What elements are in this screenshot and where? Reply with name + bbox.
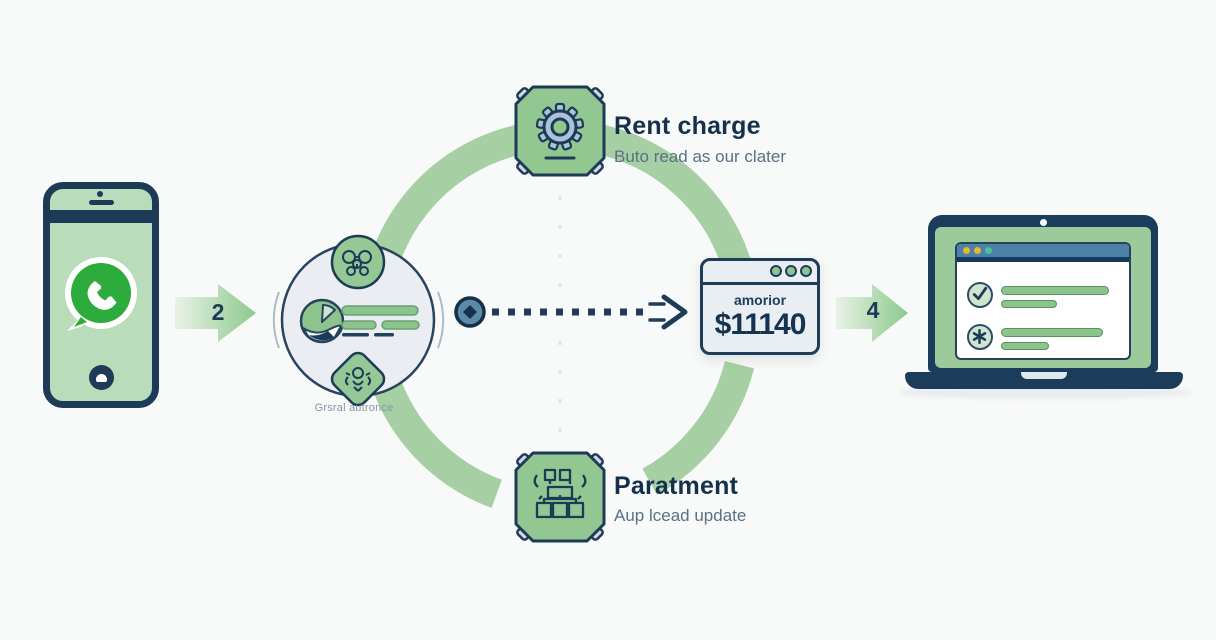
hub-bottom-badge [330,351,386,407]
laptop-base [905,372,1183,389]
window-dot-icon [785,265,797,277]
top-node-title: Rent charge [614,112,761,140]
step4-label: 4 [866,297,880,323]
top-node-subtitle: Buto read as our clater [614,147,786,166]
phone-speaker [89,200,114,205]
top-node-badge [514,85,606,177]
laptop-browser-window [955,242,1131,360]
browser-header [957,244,1129,257]
bottom-node-subtitle: Aup lcead update [614,506,747,525]
org-chart-icon [533,468,587,519]
list-row-icon [967,324,993,350]
pie-document-icon [299,298,345,344]
phone-status-bar [50,210,152,223]
list-row-icon [967,282,993,308]
check-icon [972,286,988,301]
card-amount: $11140 [714,308,807,341]
gear-icon [535,102,585,151]
laptop-shadow [898,386,1192,399]
window-dot-icon [963,247,970,254]
phone-camera-dot [97,191,103,197]
list-row-bar [1001,328,1103,337]
bottom-node-badge [514,451,606,543]
window-dot-icon [985,247,992,254]
list-row-bar [1001,286,1109,295]
gear-doodle-icon [345,367,371,392]
payment-flow-connector [454,294,688,330]
window-dot-icon [770,265,782,277]
step4-arrow [836,284,908,342]
card-window-dots [770,265,812,277]
hub-caption: Grsral autronce [314,402,394,414]
laptop-camera-dot [1040,219,1047,226]
whatsapp-logo [65,257,137,331]
payment-card: amorior $11140 [700,258,820,355]
bottom-node-title: Paratment [614,472,739,500]
card-label: amorior [733,292,787,308]
connector-dot-glyph [463,305,477,319]
list-row-bar [1001,300,1057,308]
hub [272,234,445,407]
window-dot-icon [800,265,812,277]
hub-top-badge [330,234,386,290]
home-button-glyph [96,374,107,382]
phone-home-button [89,365,114,390]
asterisk-icon [972,328,987,345]
hub-text-bars [341,305,420,337]
laptop-base-notch [1021,372,1067,379]
browser-toolbar-strip [957,257,1129,262]
window-dot-icon [974,247,981,254]
laptop-screen [928,215,1158,372]
step2-label: 2 [211,299,225,325]
list-row-bar [1001,342,1049,350]
card-window-header [703,261,817,285]
step2-arrow [175,284,256,342]
smartphone [43,182,159,408]
double-arrow-icon [648,294,688,330]
browser-window-dots [963,247,992,254]
laptop-bezel [935,227,1151,368]
molecule-doodle-icon [342,250,372,276]
